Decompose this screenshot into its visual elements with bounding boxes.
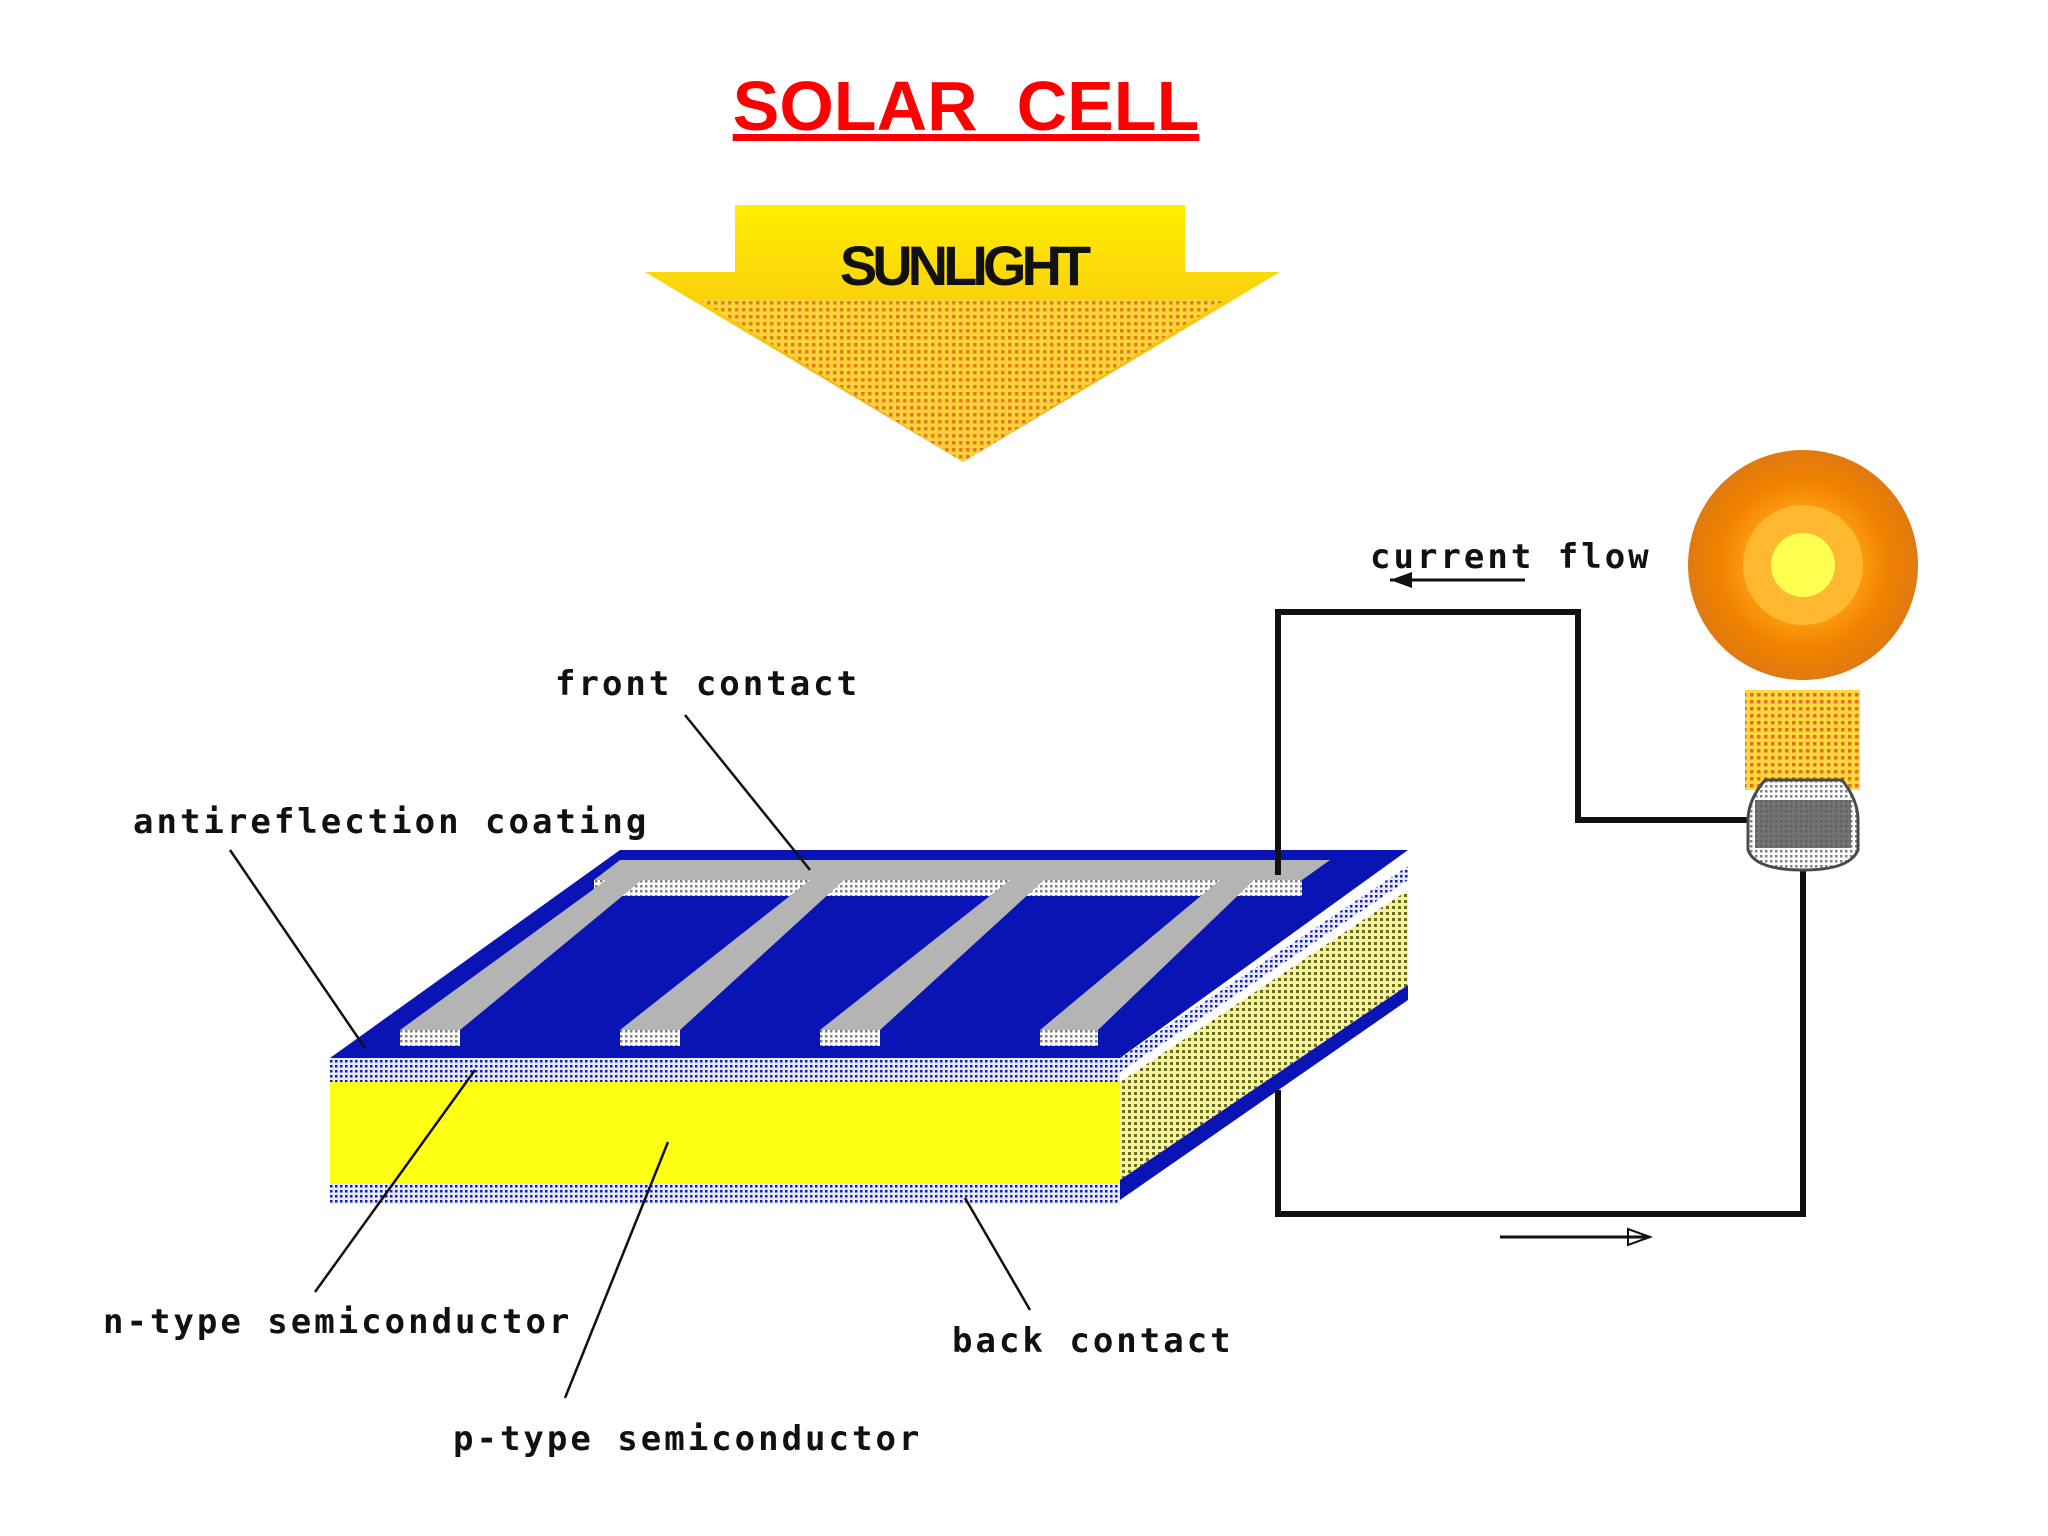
- label-antireflection-coating: antireflection coating: [133, 802, 649, 842]
- front-contact-busbar: [594, 860, 1330, 880]
- front-contact-grid: [400, 860, 1330, 1046]
- leader-p-type: [563, 1141, 670, 1399]
- front-contact-finger: [400, 870, 654, 1046]
- front-contact-finger: [1040, 880, 1254, 1046]
- current-flow-arrow-icon: [1390, 572, 1525, 588]
- leader-front-contact: [684, 714, 811, 871]
- label-n-type-semiconductor: n-type semiconductor: [103, 1302, 572, 1342]
- slab-side-face: [1120, 866, 1408, 1072]
- p-type-layer-side: [1120, 890, 1408, 1180]
- front-contact-finger: [620, 880, 844, 1046]
- n-type-layer: [330, 1058, 1120, 1082]
- leader-back-contact: [963, 1197, 1032, 1311]
- label-current-flow: current flow: [1370, 537, 1652, 577]
- sunlight-label: SUNLIGHT: [840, 234, 1091, 297]
- leader-antireflection: [228, 849, 367, 1049]
- light-bulb-icon: [1688, 450, 1918, 872]
- p-type-layer: [330, 1082, 1120, 1184]
- circuit-wire-bottom: [1275, 860, 1806, 1217]
- front-contact-finger: [820, 880, 1044, 1046]
- circuit-wire-top: [1275, 609, 1770, 875]
- current-flow-arrow-bottom-icon: [1500, 1227, 1653, 1247]
- sunlight-arrow-icon: [645, 205, 1280, 462]
- label-p-type-semiconductor: p-type semiconductor: [453, 1419, 922, 1459]
- back-contact-layer-side: [1120, 985, 1408, 1200]
- diagram-title: SOLAR CELL: [733, 67, 1200, 145]
- leader-n-type: [313, 1069, 477, 1293]
- label-back-contact: back contact: [952, 1321, 1234, 1361]
- back-contact-layer: [330, 1184, 1120, 1204]
- label-front-contact: front contact: [555, 664, 860, 704]
